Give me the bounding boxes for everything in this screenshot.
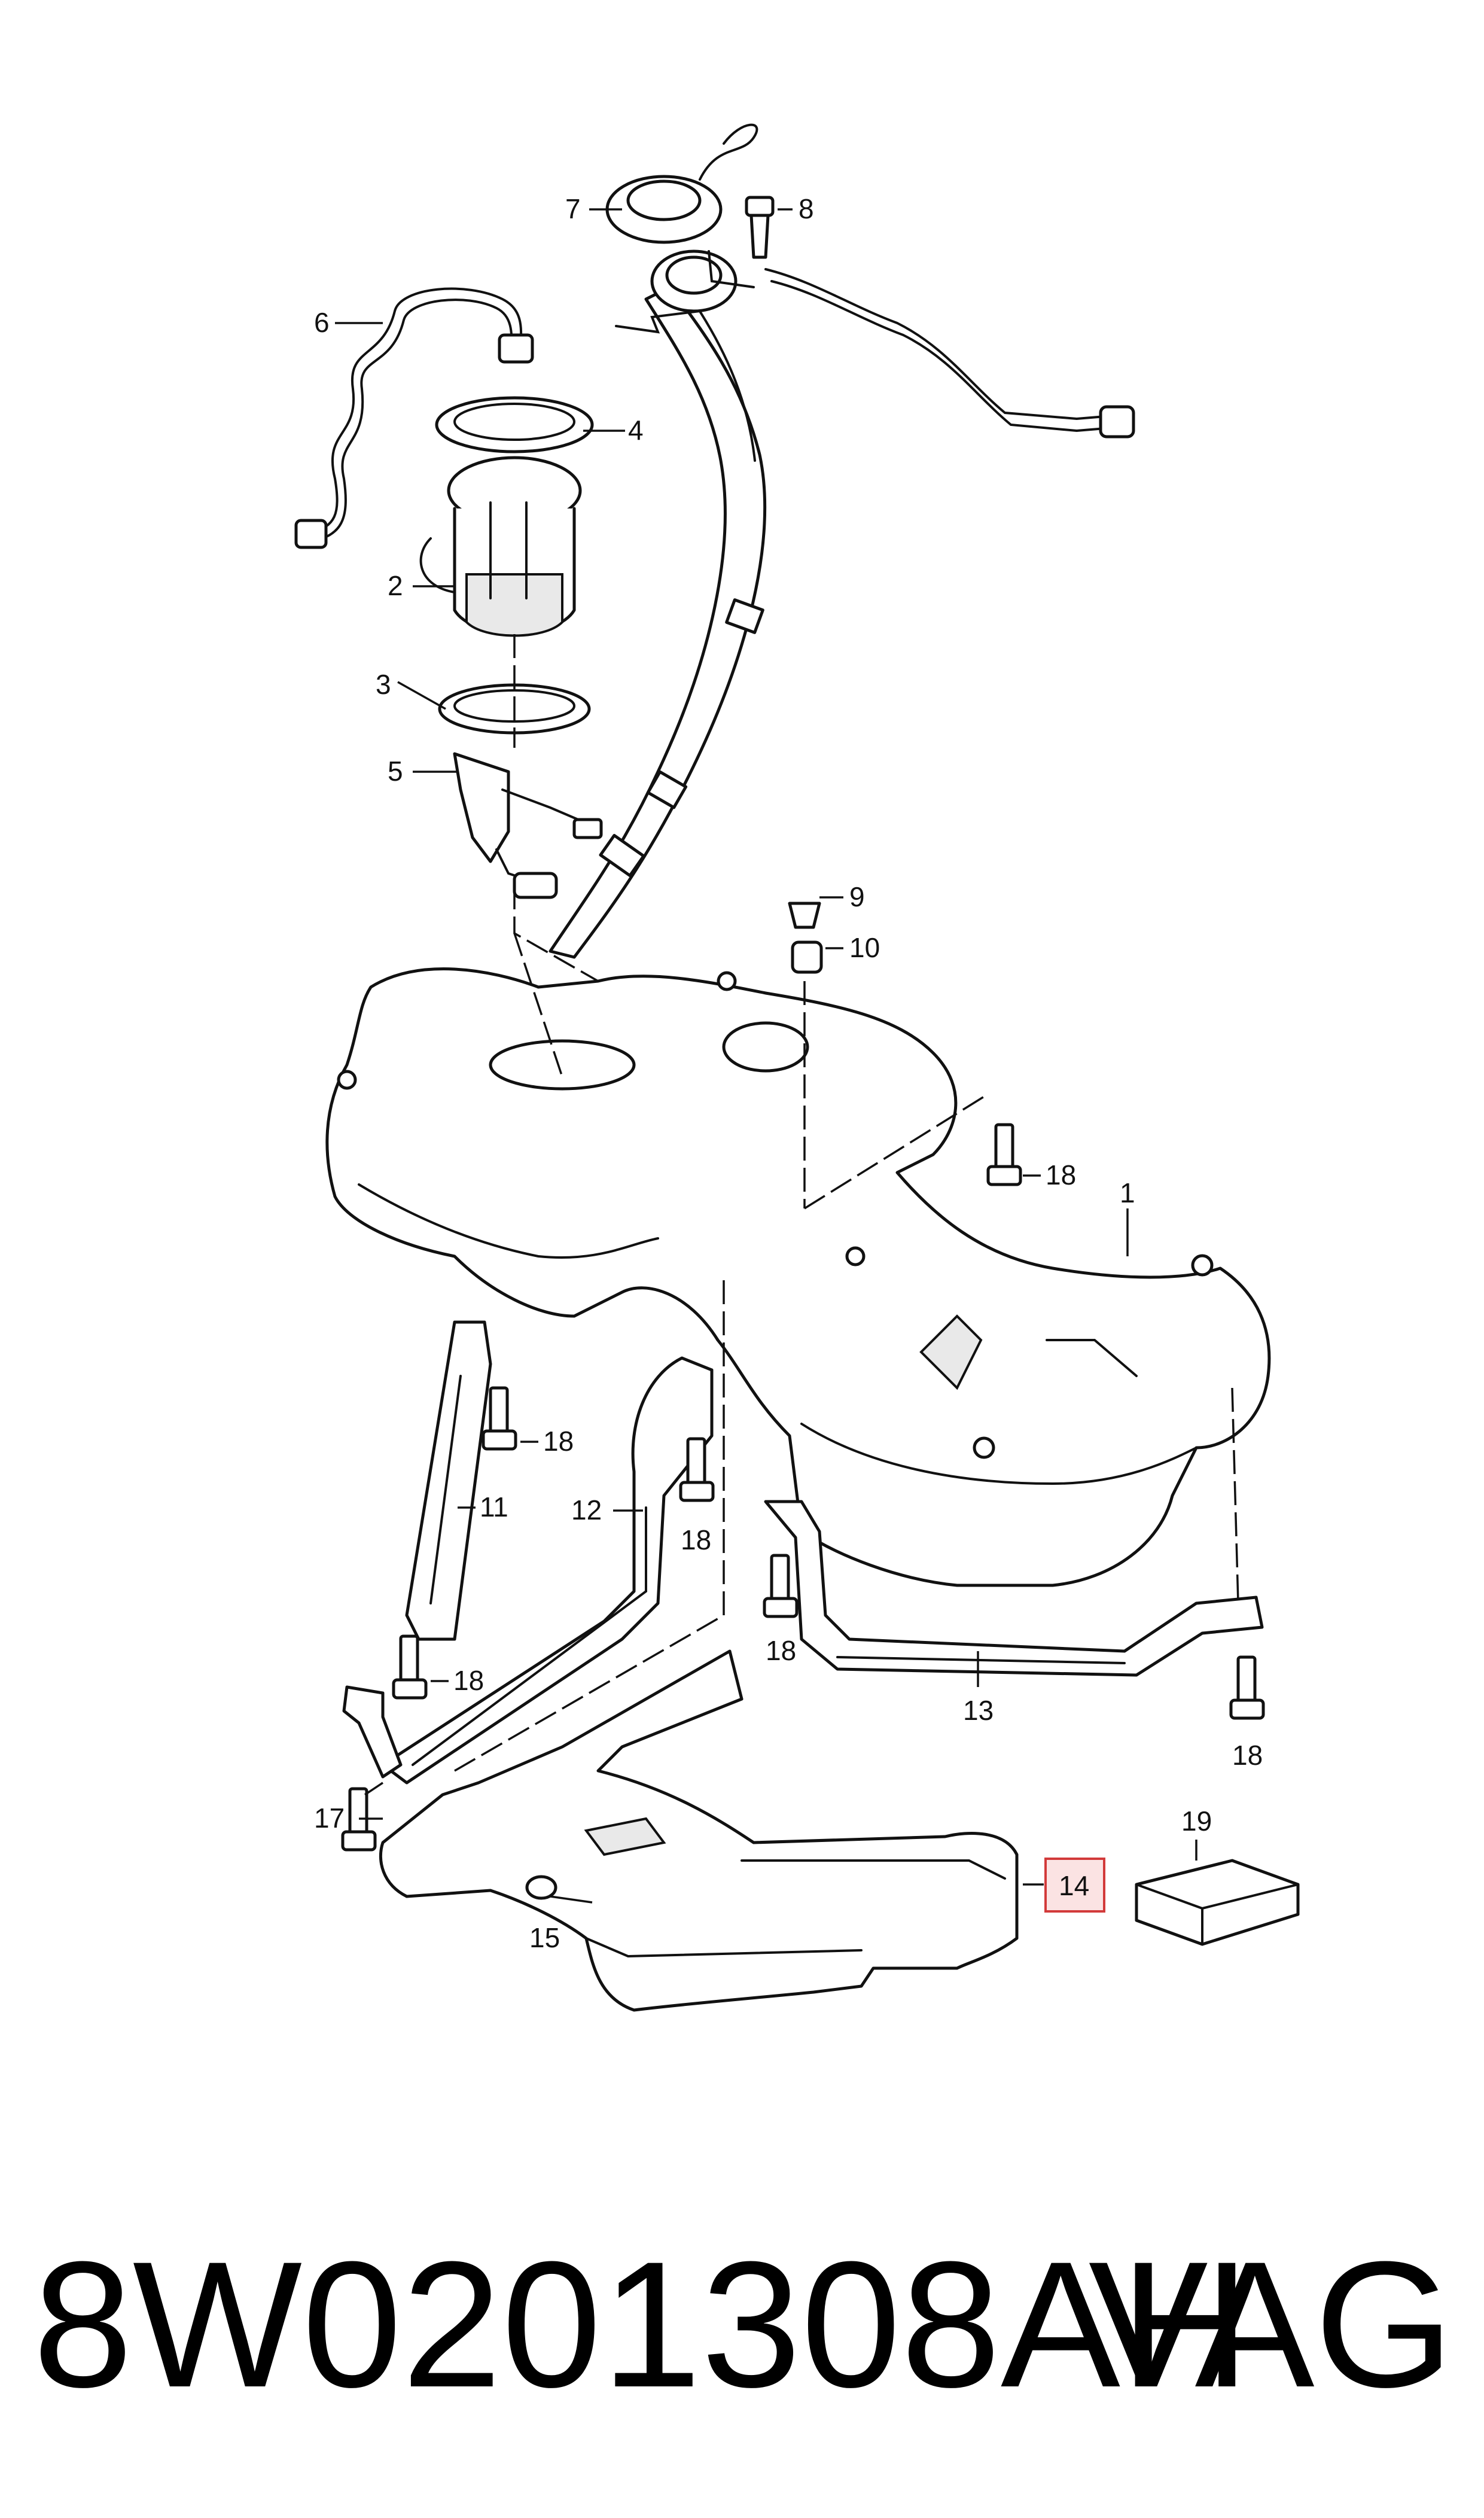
callout-15: 15: [529, 1922, 560, 1953]
callout-labels: 7 8 6 4 2 3 5 9 10 1 18 18 11 12 18 18 1…: [314, 193, 1263, 1953]
nut-15: [525, 1875, 557, 1900]
control-module-19: [1135, 1859, 1300, 1946]
underbody-shield-14: [379, 1649, 1019, 2012]
callout-14-highlight: [1044, 1858, 1105, 1913]
fuel-pump-2: [419, 456, 582, 637]
callout-14: 14: [1059, 1870, 1089, 1901]
callout-18-b: 18: [543, 1426, 574, 1457]
callout-8: 8: [799, 193, 814, 224]
brand-name: VAG: [1088, 2224, 1454, 2425]
diagram-canvas: 7 8 6 4 2 3 5 9 10 1 18 18 11 12 18 18 1…: [294, 123, 1300, 2012]
footer-caption: 8W0201308AH VAG: [0, 2225, 1484, 2423]
callout-3: 3: [376, 669, 391, 700]
fuel-tank-1: [325, 967, 1271, 1587]
bolt-18-c: [679, 1437, 715, 1502]
callout-18-e: 18: [766, 1635, 796, 1666]
strap-13: [764, 1500, 1264, 1677]
callout-2: 2: [388, 570, 403, 601]
callout-18-a: 18: [1046, 1159, 1076, 1191]
screw-8: [745, 196, 775, 259]
strap-11: [405, 1320, 492, 1641]
bolt-18-d: [392, 1634, 428, 1700]
callout-18-d: 18: [453, 1665, 484, 1696]
filler-neck: [548, 249, 1135, 959]
level-sender-5: [453, 752, 603, 899]
leader-lines: [335, 208, 1197, 1904]
callout-17: 17: [314, 1803, 345, 1834]
callout-6: 6: [314, 307, 330, 338]
bracket-17: [342, 1685, 403, 1779]
locking-ring-4: [435, 396, 594, 453]
bolt-18-f: [1229, 1655, 1265, 1720]
bolt-17: [341, 1787, 377, 1852]
callout-7: 7: [565, 193, 581, 224]
cap-9: [788, 902, 821, 929]
callout-5: 5: [388, 756, 403, 787]
callout-9: 9: [849, 881, 865, 912]
callout-13: 13: [963, 1695, 994, 1726]
callout-12: 12: [571, 1494, 602, 1526]
callout-11: 11: [480, 1491, 508, 1523]
part-number: 8W0201308AH: [33, 2224, 1250, 2425]
bolt-18-e: [763, 1554, 799, 1618]
callout-4: 4: [628, 415, 644, 446]
grommet-10: [791, 940, 823, 974]
bolt-18-a: [986, 1123, 1022, 1186]
callout-19: 19: [1181, 1805, 1212, 1837]
callout-1: 1: [1120, 1177, 1135, 1208]
callout-18-c: 18: [681, 1524, 711, 1555]
fuel-line-6: [294, 287, 534, 549]
strap-12: [381, 1356, 714, 1785]
callout-10: 10: [849, 932, 880, 963]
alignment-lines: [364, 634, 1239, 1796]
callout-18-f: 18: [1232, 1740, 1263, 1771]
bolt-18-b: [482, 1386, 517, 1451]
